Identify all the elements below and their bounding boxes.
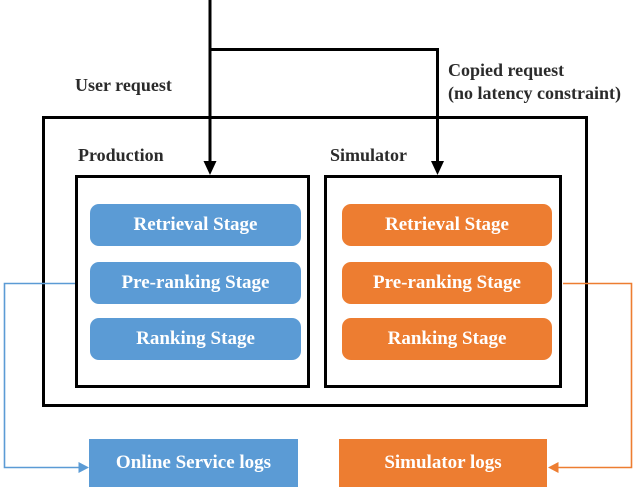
copied-request-line2: (no latency constraint) <box>448 83 621 103</box>
simulator-stage-pre-ranking: Pre-ranking Stage <box>342 262 552 304</box>
online-service-logs-box: Online Service logs <box>89 439 298 487</box>
simulator-stage-ranking: Ranking Stage <box>342 318 552 360</box>
simulator-label: Simulator <box>330 145 408 165</box>
production-box <box>75 175 310 388</box>
production-logs-arrowhead-icon <box>78 462 89 473</box>
simulator-logs-box: Simulator logs <box>339 439 547 487</box>
production-stage-pre-ranking: Pre-ranking Stage <box>90 262 301 304</box>
user-request-label: User request <box>75 75 172 95</box>
production-stage-ranking: Ranking Stage <box>90 318 301 360</box>
copied-request-label: Copied request (no latency constraint) <box>448 59 638 105</box>
simulator-logs-arrowhead-icon <box>548 462 559 473</box>
simulator-box <box>324 175 562 388</box>
production-stage-retrieval: Retrieval Stage <box>90 204 301 246</box>
copied-request-line1: Copied request <box>448 60 565 80</box>
simulator-stage-retrieval: Retrieval Stage <box>342 204 552 246</box>
production-label: Production <box>78 145 164 165</box>
